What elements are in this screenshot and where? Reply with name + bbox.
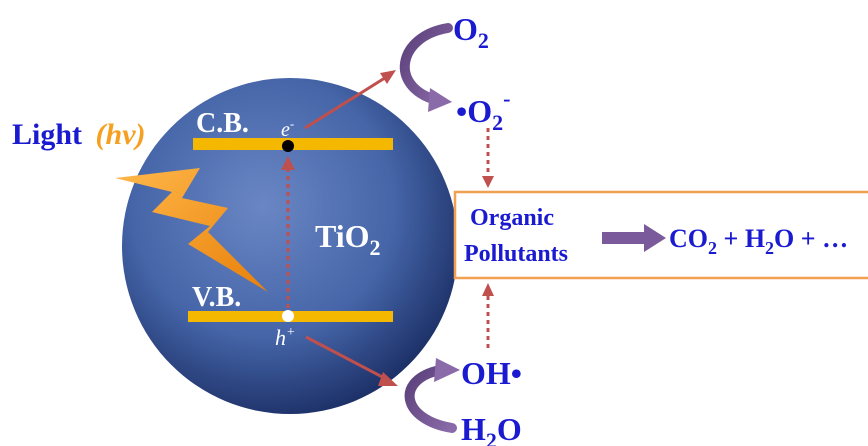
o2-reduction-arrowhead [428, 88, 452, 112]
electron-dot [282, 140, 294, 152]
degradation-arrow-shaft [602, 232, 646, 244]
organic-pollutants-box [453, 190, 868, 280]
tio2-sphere [122, 78, 458, 414]
hole-dot [282, 310, 294, 322]
vb-label: V.B. [192, 282, 241, 313]
hydroxyl-radical-label: OH• [461, 355, 522, 391]
light-label: Light (hv) [12, 118, 146, 151]
tio2-label: TiO2 [315, 218, 381, 260]
hole-transfer-arrowhead [378, 372, 398, 386]
electron-label: e- [281, 116, 294, 141]
hydroxyl-attack-arrowhead [482, 283, 494, 296]
hv-label: (hv) [96, 118, 146, 151]
superoxide-label: •O2- [456, 86, 510, 135]
hole-transfer-arrow [305, 335, 389, 382]
cb-label: C.B. [196, 108, 249, 139]
o2-label: O2 [453, 11, 489, 53]
lightning-icon [115, 168, 268, 292]
h2o-oxidation-curve [404, 365, 457, 433]
organic-label-line2: Pollutants [464, 241, 568, 267]
electron-transfer-arrowhead [380, 70, 396, 84]
degradation-arrowhead [644, 224, 666, 252]
products-label: CO2 + H2O + … [669, 224, 848, 258]
excitation-arrowhead [281, 156, 295, 170]
o2-reduction-curve [399, 23, 453, 105]
organic-label-line1: Organic [470, 205, 554, 231]
superoxide-attack-arrowhead [482, 176, 494, 188]
electron-transfer-arrow [304, 74, 389, 130]
h2o-oxidation-arrowhead [434, 358, 460, 382]
hole-label: h+ [275, 325, 295, 350]
water-label: H2O [461, 411, 522, 446]
